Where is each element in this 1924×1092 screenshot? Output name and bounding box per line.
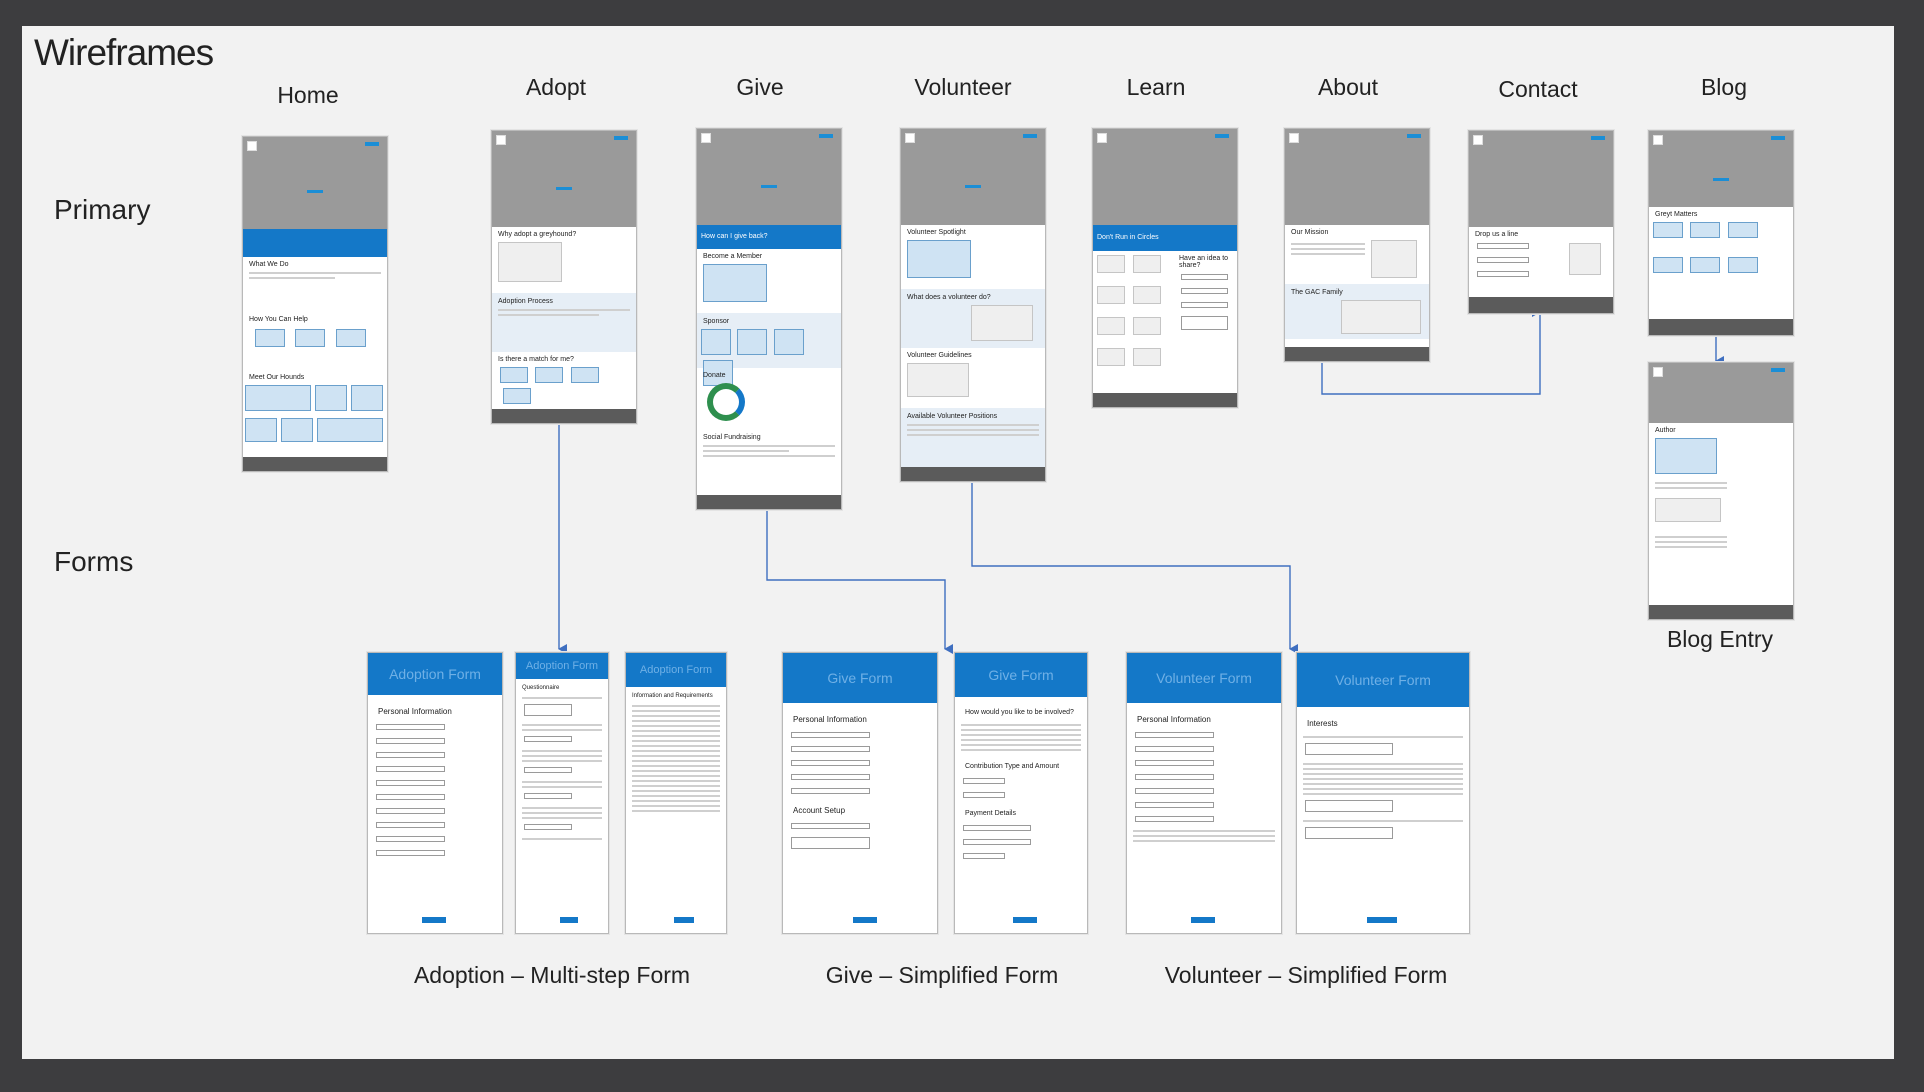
wireframe-about[interactable]: Our Mission The GAC Family (1284, 128, 1430, 362)
give-sponsor: Sponsor (703, 318, 730, 325)
connector-give-to-give-form (766, 508, 953, 654)
adoption-form-title: Adoption Form (368, 653, 502, 695)
volunteer-interests: Interests (1307, 719, 1338, 728)
volunteer-form-title-2: Volunteer Form (1297, 653, 1469, 707)
form-volunteer-step-2[interactable]: Volunteer Form Interests (1296, 652, 1470, 934)
wireframe-contact[interactable]: Drop us a line (1468, 130, 1614, 314)
contact-drop-us: Drop us a line (1475, 231, 1519, 238)
label-blog-entry: Blog Entry (1666, 626, 1774, 652)
home-what-we-do: What We Do (249, 261, 289, 268)
adoption-info-requirements: Information and Requirements (632, 693, 713, 699)
give-personal-info: Personal Information (793, 715, 867, 724)
wireframe-volunteer[interactable]: Volunteer Spotlight What does a voluntee… (900, 128, 1046, 482)
adopt-process: Adoption Process (498, 298, 553, 305)
form-volunteer-step-1[interactable]: Volunteer Form Personal Information (1126, 652, 1282, 934)
col-label-blog: Blog (1700, 74, 1748, 100)
learn-dont-run: Don't Run in Circles (1093, 225, 1237, 251)
row-label-forms: Forms (54, 546, 134, 577)
form-give-step-2[interactable]: Give Form How would you like to be invol… (954, 652, 1088, 934)
wireframe-blog-entry[interactable]: Author (1648, 362, 1794, 620)
give-contribution-type: Contribution Type and Amount (965, 763, 1060, 770)
form-adoption-step-1[interactable]: Adoption Form Personal Information (367, 652, 503, 934)
home-how-you-can-help: How You Can Help (249, 316, 308, 323)
give-become-member: Become a Member (703, 253, 763, 260)
board-title: Wireframes (34, 32, 214, 73)
give-account-setup: Account Setup (793, 806, 846, 815)
caption-give-form: Give – Simplified Form (825, 962, 1059, 988)
caption-adoption-form: Adoption – Multi-step Form (413, 962, 691, 988)
vol-spotlight: Volunteer Spotlight (907, 229, 966, 236)
form-adoption-step-3[interactable]: Adoption Form Information and Requiremen… (625, 652, 727, 934)
about-gac-family: The GAC Family (1291, 289, 1343, 296)
vol-guidelines: Volunteer Guidelines (907, 352, 972, 359)
wireframe-board: Wireframes Primary Forms Home Adopt Give… (22, 26, 1894, 1059)
col-label-home: Home (277, 82, 339, 108)
blog-greyt-matters: Greyt Matters (1655, 211, 1698, 218)
vol-positions: Available Volunteer Positions (907, 413, 998, 420)
col-label-volunteer: Volunteer (914, 74, 1012, 100)
give-how-involved: How would you like to be involved? (965, 709, 1074, 716)
about-our-mission: Our Mission (1291, 229, 1329, 236)
form-adoption-step-2[interactable]: Adoption Form Questionnaire (515, 652, 609, 934)
give-form-title: Give Form (783, 653, 937, 703)
row-label-primary: Primary (54, 194, 151, 225)
vol-what-does: What does a volunteer do? (907, 294, 991, 301)
adoption-form-title-3: Adoption Form (626, 653, 726, 687)
col-label-give: Give (736, 74, 784, 100)
adopt-why: Why adopt a greyhound? (498, 231, 577, 238)
connector-volunteer-to-volunteer-form (971, 481, 1298, 654)
connector-about-to-contact (1321, 307, 1541, 395)
give-donate: Donate (703, 372, 726, 379)
adoption-personal-info: Personal Information (378, 707, 452, 716)
col-label-adopt: Adopt (525, 74, 587, 100)
col-label-learn: Learn (1126, 74, 1186, 100)
form-give-step-1[interactable]: Give Form Personal Information Account S… (782, 652, 938, 934)
col-label-about: About (1317, 74, 1379, 100)
volunteer-personal-info: Personal Information (1137, 715, 1211, 724)
home-meet-our-hounds: Meet Our Hounds (249, 374, 305, 381)
wireframe-give[interactable]: How can I give back? Become a Member Spo… (696, 128, 842, 510)
learn-have-idea: Have an idea to share? (1179, 255, 1229, 269)
give-social-fundraising: Social Fundraising (703, 434, 761, 441)
col-label-contact: Contact (1498, 76, 1578, 102)
wireframe-learn[interactable]: Don't Run in Circles Have an idea to sha… (1092, 128, 1238, 408)
give-how-can-i: How can I give back? (697, 225, 841, 249)
wireframe-blog[interactable]: Greyt Matters (1648, 130, 1794, 336)
volunteer-form-title: Volunteer Form (1127, 653, 1281, 703)
caption-volunteer-form: Volunteer – Simplified Form (1164, 962, 1448, 988)
adoption-questionnaire: Questionnaire (522, 685, 560, 691)
blog-entry-author: Author (1655, 427, 1676, 434)
wireframe-adopt[interactable]: Why adopt a greyhound? Adoption Process … (491, 130, 637, 424)
give-form-title-2: Give Form (955, 653, 1087, 697)
adoption-form-title-2: Adoption Form (516, 653, 608, 679)
wireframe-home[interactable]: What We Do How You Can Help Meet Our Hou… (242, 136, 388, 472)
adopt-match: Is there a match for me? (498, 356, 574, 363)
give-payment-details: Payment Details (965, 810, 1016, 817)
